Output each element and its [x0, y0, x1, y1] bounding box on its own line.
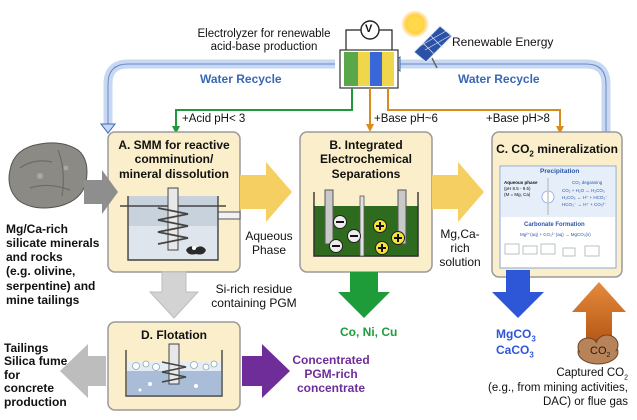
- tailings-label: Tailings Silica fume for concrete produc…: [4, 341, 68, 409]
- box-d-title: D. Flotation: [141, 328, 207, 342]
- co2-cloud-icon: [577, 334, 619, 365]
- voltmeter-symbol: V: [365, 23, 373, 35]
- co2-cloud-label: CO2: [590, 345, 611, 360]
- inset-eq4: Mg²⁺(aq) + CO₃²⁻(aq) → MgCO₃(s): [520, 232, 591, 237]
- captured-co2-label: Captured CO2 (e.g., from mining activiti…: [488, 367, 628, 408]
- inset-eq3: HCO₃⁻ ↔ H⁺ + CO₃²⁻: [562, 202, 607, 207]
- mg-ca-solution-arrow: [432, 162, 484, 222]
- sun-icon: [401, 10, 429, 38]
- water-recycle-right-label: Water Recycle: [458, 72, 540, 86]
- input-minerals-label: Mg/Ca-rich silicate minerals and rocks (…: [6, 222, 100, 307]
- inset-precipitation-label: Precipitation: [540, 168, 580, 175]
- renewable-energy-label: Renewable Energy: [452, 35, 554, 49]
- aqueous-phase-arrow: [240, 162, 292, 222]
- voltmeter-icon: [360, 20, 380, 40]
- pgm-concentrate-label: Concentrated PGM-rich concentrate: [292, 353, 370, 395]
- inset-ph-label: (pH 8.5 - 9.5): [504, 186, 531, 191]
- electrolyzer-label: Electrolyzer for renewable acid-base pro…: [197, 28, 331, 54]
- metals-product-label: Co, Ni, Cu: [340, 325, 398, 339]
- water-recycle-left-label: Water Recycle: [200, 72, 282, 86]
- mg-ca-solution-label: Mg,Ca- rich solution: [439, 227, 481, 269]
- input-arrow: [84, 170, 118, 214]
- base-stream-b-label: +Base pH~6: [374, 113, 438, 125]
- solar-panel-icon: [413, 25, 453, 69]
- base-stream-c-label: +Base pH>8: [486, 113, 550, 125]
- pgm-arrow: [242, 344, 290, 398]
- box-a-title: A. SMM for reactive comminution/ mineral…: [118, 138, 230, 181]
- carbonate-arrow: [492, 270, 544, 318]
- inset-eq2: H₂CO₃ ↔ H⁺ + HCO₃⁻: [562, 195, 608, 200]
- electrolyzer-icon: [339, 49, 399, 89]
- si-residue-label: Si-rich residue containing PGM: [211, 282, 297, 310]
- inset-aqueous-label: Aqueous phase: [504, 180, 538, 185]
- co2-arrow: [572, 282, 626, 340]
- box-b-title: B. Integrated Electrochemical Separation…: [319, 138, 413, 181]
- acid-stream-arrow: [172, 88, 353, 134]
- inset-degassing-label: CO₂ degassing: [572, 180, 603, 185]
- carbonate-product-label: MgCO3 CaCO3: [496, 327, 536, 359]
- flotation-cell-icon: [125, 343, 223, 397]
- acid-stream-label: +Acid pH< 3: [182, 113, 246, 125]
- inset-eq1: CO₂ + H₂O ↔ H₂CO₃: [562, 188, 605, 193]
- electrochemical-cell-icon: [313, 189, 419, 257]
- rock-icon: [8, 142, 88, 209]
- mixer-icon: [120, 187, 241, 261]
- aqueous-phase-label: Aqueous Phase: [245, 229, 293, 257]
- residue-arrow: [148, 271, 200, 319]
- tailings-arrow: [60, 344, 106, 398]
- metals-arrow: [338, 272, 390, 318]
- base-stream-c-arrow: [387, 88, 564, 134]
- mineralization-inset: [499, 165, 617, 269]
- inset-ions-label: (M = Mg, Ca): [504, 192, 531, 197]
- inset-carbonate-label: Carbonate Formation: [524, 222, 585, 228]
- box-c-title: C. CO2 mineralization: [496, 142, 618, 159]
